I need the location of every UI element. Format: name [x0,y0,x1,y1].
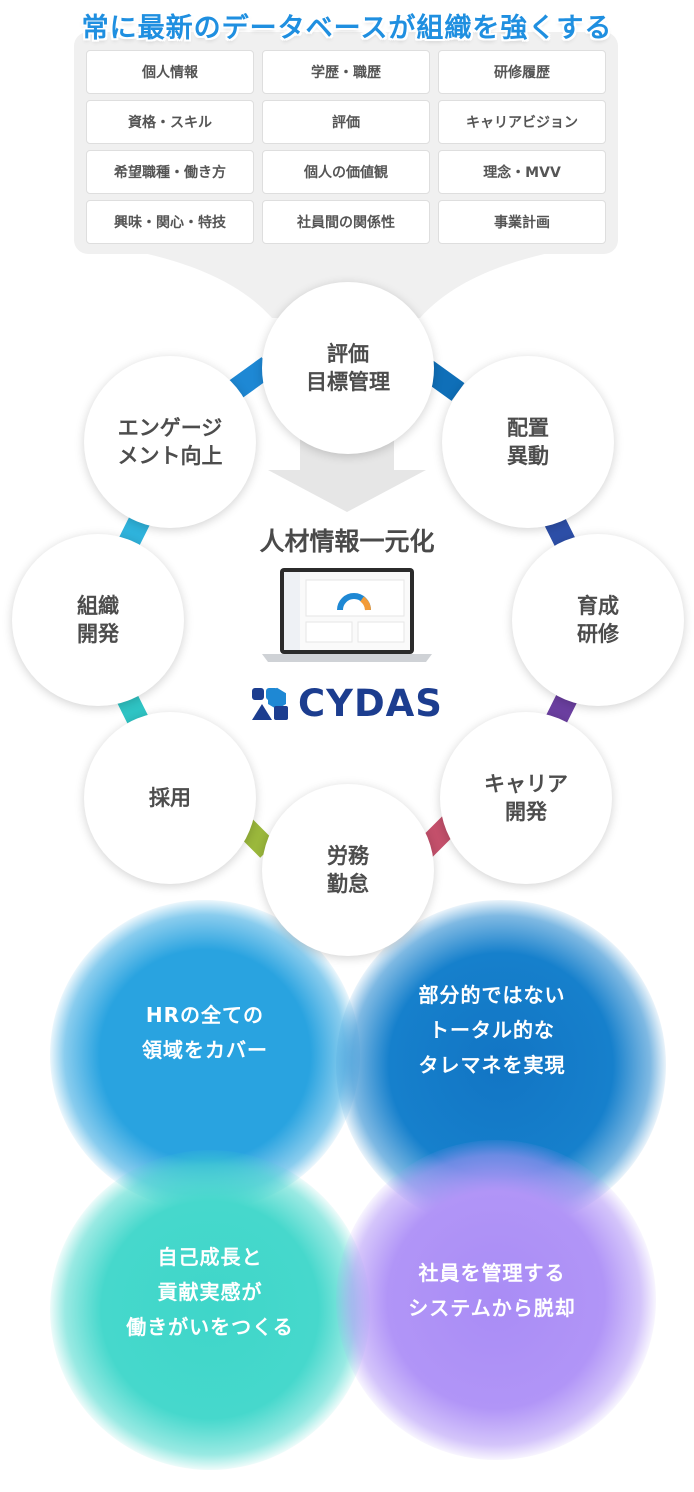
data-item: 学歴・職歴 [262,50,430,94]
data-item: 個人情報 [86,50,254,94]
node-training: 育成研修 [512,534,684,706]
node-label: キャリア [484,771,568,796]
logo-text: CYDAS [298,682,443,725]
laptop-icon [262,568,432,662]
cydas-logo: CYDAS [250,682,443,725]
node-label: 採用 [149,785,191,810]
node-label: 組織 [77,593,119,618]
benefit-text-2: 部分的ではないトータル的なタレマネを実現 [418,983,566,1077]
benefit-text-1: HRの全ての領域をカバー [142,1003,268,1062]
node-label: 研修 [577,622,619,646]
data-item: 個人の価値観 [262,150,430,194]
benefit-blob-teal [50,1150,370,1470]
node-label: 評価 [327,341,369,366]
data-item: 希望職種・働き方 [86,150,254,194]
node-label: 配置 [507,415,549,440]
node-org-dev: 組織開発 [12,534,184,706]
data-item: 評価 [262,100,430,144]
down-arrow-icon [268,430,426,512]
data-item: 理念・MVV [438,150,606,194]
node-label: 異動 [507,444,549,468]
node-label: 開発 [77,622,119,646]
node-label: メント向上 [117,444,223,468]
data-item: 事業計画 [438,200,606,244]
node-label: 育成 [577,593,619,618]
center-title: 人材情報一元化 [259,527,435,556]
headline: 常に最新のデータベースが組織を強くする [81,13,613,44]
node-label: 開発 [505,800,547,824]
node-placement: 配置異動 [442,356,614,528]
node-recruiting: 採用 [84,712,256,884]
benefit-text-3: 自己成長と貢献実感が働きがいをつくる [126,1245,294,1339]
node-label: 労務 [327,843,369,868]
node-label: 目標管理 [306,370,390,394]
node-career: キャリア開発 [440,712,612,884]
node-evaluation: 評価目標管理 [262,282,434,454]
node-label: エンゲージ [117,415,223,440]
funnel-shape [74,240,618,318]
data-item: 興味・関心・特技 [86,200,254,244]
data-item: 社員間の関係性 [262,200,430,244]
node-label: 勤怠 [327,872,369,896]
data-item: 資格・スキル [86,100,254,144]
node-labor: 労務勤怠 [262,784,434,956]
cydas-logo-icon [252,687,288,720]
data-item: キャリアビジョン [438,100,606,144]
data-items-grid: 個人情報 学歴・職歴 研修履歴 資格・スキル 評価 キャリアビジョン 希望職種・… [86,50,606,244]
benefit-blob-violet [336,1140,656,1460]
data-item: 研修履歴 [438,50,606,94]
benefit-text-4: 社員を管理するシステムから脱却 [408,1261,576,1320]
node-engagement: エンゲージメント向上 [84,356,256,528]
